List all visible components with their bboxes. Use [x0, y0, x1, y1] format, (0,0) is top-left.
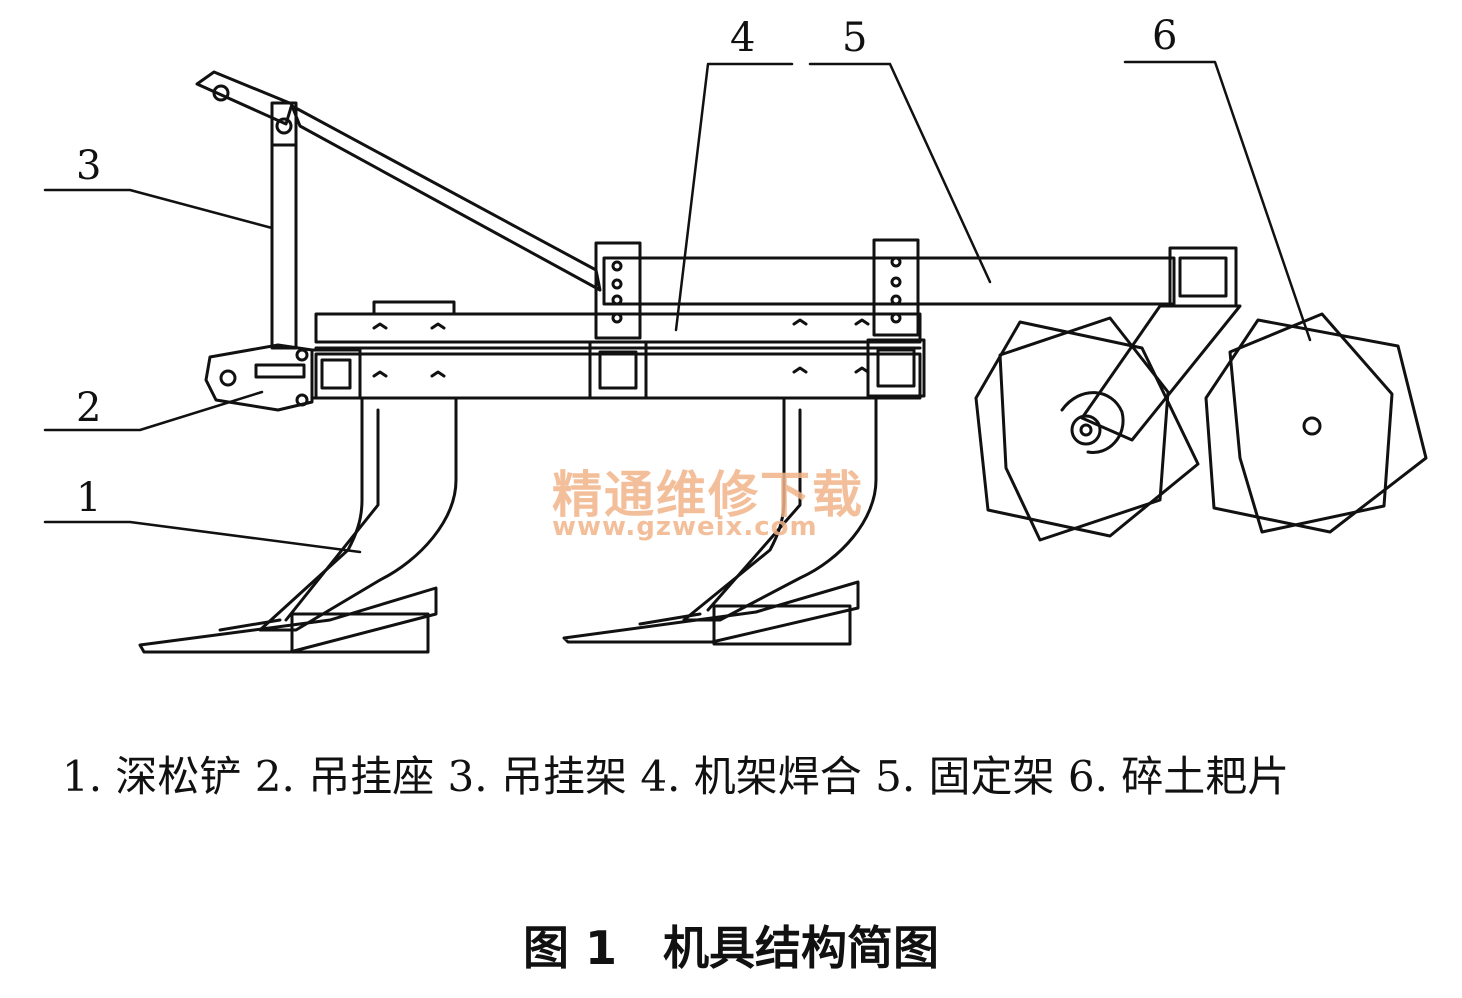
callout-label-5: 5	[842, 15, 868, 61]
subsoiler-shank-2	[562, 396, 878, 646]
machine-structure-diagram	[43, 60, 1428, 654]
leader-line-6	[1123, 60, 1312, 342]
callout-label-1: 1	[76, 475, 102, 521]
subsoiler-shank-1	[138, 396, 458, 654]
hanging-bracket	[195, 70, 602, 350]
hanging-seat	[204, 343, 362, 412]
watermark-text: 精通维修下载	[552, 466, 864, 524]
leader-line-4	[674, 62, 794, 332]
callout-label-3: 3	[76, 143, 102, 189]
callout-label-6: 6	[1152, 13, 1178, 59]
harrow-disc-rear	[1204, 312, 1428, 534]
figure-title: 图 1 机具结构简图	[522, 921, 940, 975]
leader-line-3	[43, 188, 274, 230]
callout-label-2: 2	[76, 385, 102, 431]
leader-line-1	[43, 520, 362, 554]
harrow-arm	[1060, 304, 1242, 454]
harrow-disc-front	[974, 316, 1200, 542]
callout-label-4: 4	[730, 15, 756, 61]
figure-legend: 1. 深松铲 2. 吊挂座 3. 吊挂架 4. 机架焊合 5. 固定架 6. 碎…	[62, 752, 1290, 801]
clamp-plates	[588, 238, 926, 400]
fixed-beam	[602, 246, 1238, 308]
watermark-url: www.gzweix.com	[552, 512, 818, 542]
leader-lines	[43, 60, 1312, 554]
frame-weldment	[314, 300, 922, 400]
leader-line-5	[808, 62, 992, 284]
leader-line-2	[43, 390, 264, 432]
